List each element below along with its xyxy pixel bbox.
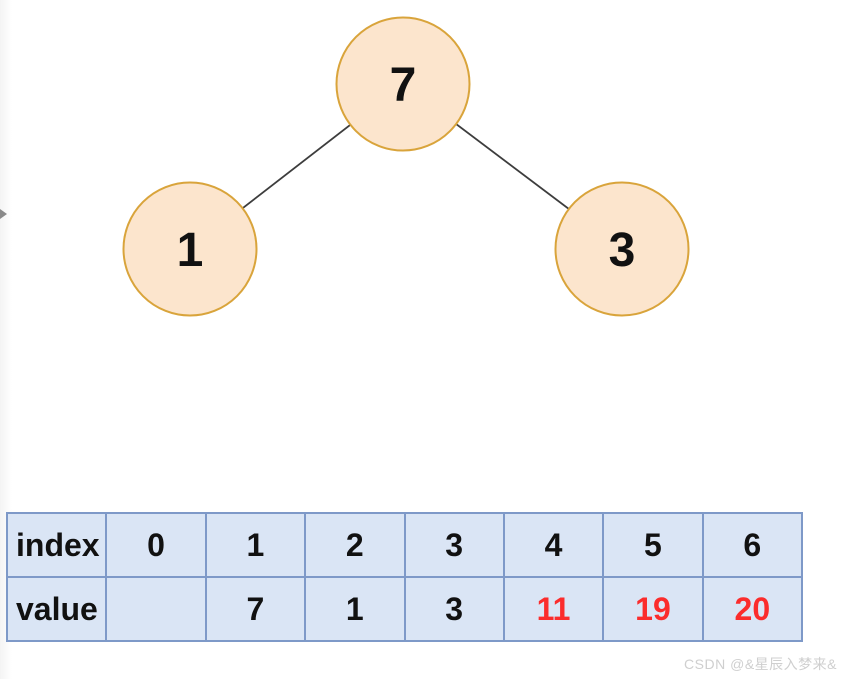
expand-panel-arrow-icon[interactable]	[0, 209, 7, 219]
table-cell	[105, 576, 207, 642]
row-header-value: value	[5, 576, 108, 642]
table-cell: 11	[502, 576, 605, 642]
table-cell: 1	[204, 512, 307, 578]
tree-node-left-child: 1	[122, 181, 258, 317]
tree-node-right-child: 3	[554, 181, 690, 317]
tree-node-root-circle	[335, 16, 471, 152]
table-row-index: index 0 1 2 3 4 5 6	[5, 512, 804, 578]
row-header-index: index	[5, 512, 108, 578]
table-cell: 20	[701, 576, 804, 642]
table-cell: 0	[105, 512, 207, 578]
table-cell: 6	[701, 512, 804, 578]
table-cell: 3	[403, 512, 505, 578]
table-row-value: value 7 1 3 11 19 20	[5, 576, 804, 642]
table-cell: 19	[602, 576, 704, 642]
table-cell: 3	[403, 576, 505, 642]
tree-node-right-circle	[554, 181, 690, 317]
table-cell: 2	[304, 512, 406, 578]
array-representation-table: index 0 1 2 3 4 5 6 value 7 1 3 11 19 20	[5, 512, 804, 642]
tree-node-right-label: 3	[609, 224, 636, 277]
tree-node-root: 7	[335, 16, 471, 152]
tree-node-left-label: 1	[177, 224, 204, 277]
table-cell: 4	[502, 512, 605, 578]
table-cell: 1	[304, 576, 406, 642]
csdn-watermark: CSDN @&星辰入梦来&	[684, 656, 837, 672]
table-cell: 5	[602, 512, 704, 578]
tree-node-root-label: 7	[390, 59, 417, 112]
table-cell: 7	[204, 576, 307, 642]
binary-tree-diagram: 7 1 3	[122, 16, 690, 317]
tree-node-left-circle	[122, 181, 258, 317]
